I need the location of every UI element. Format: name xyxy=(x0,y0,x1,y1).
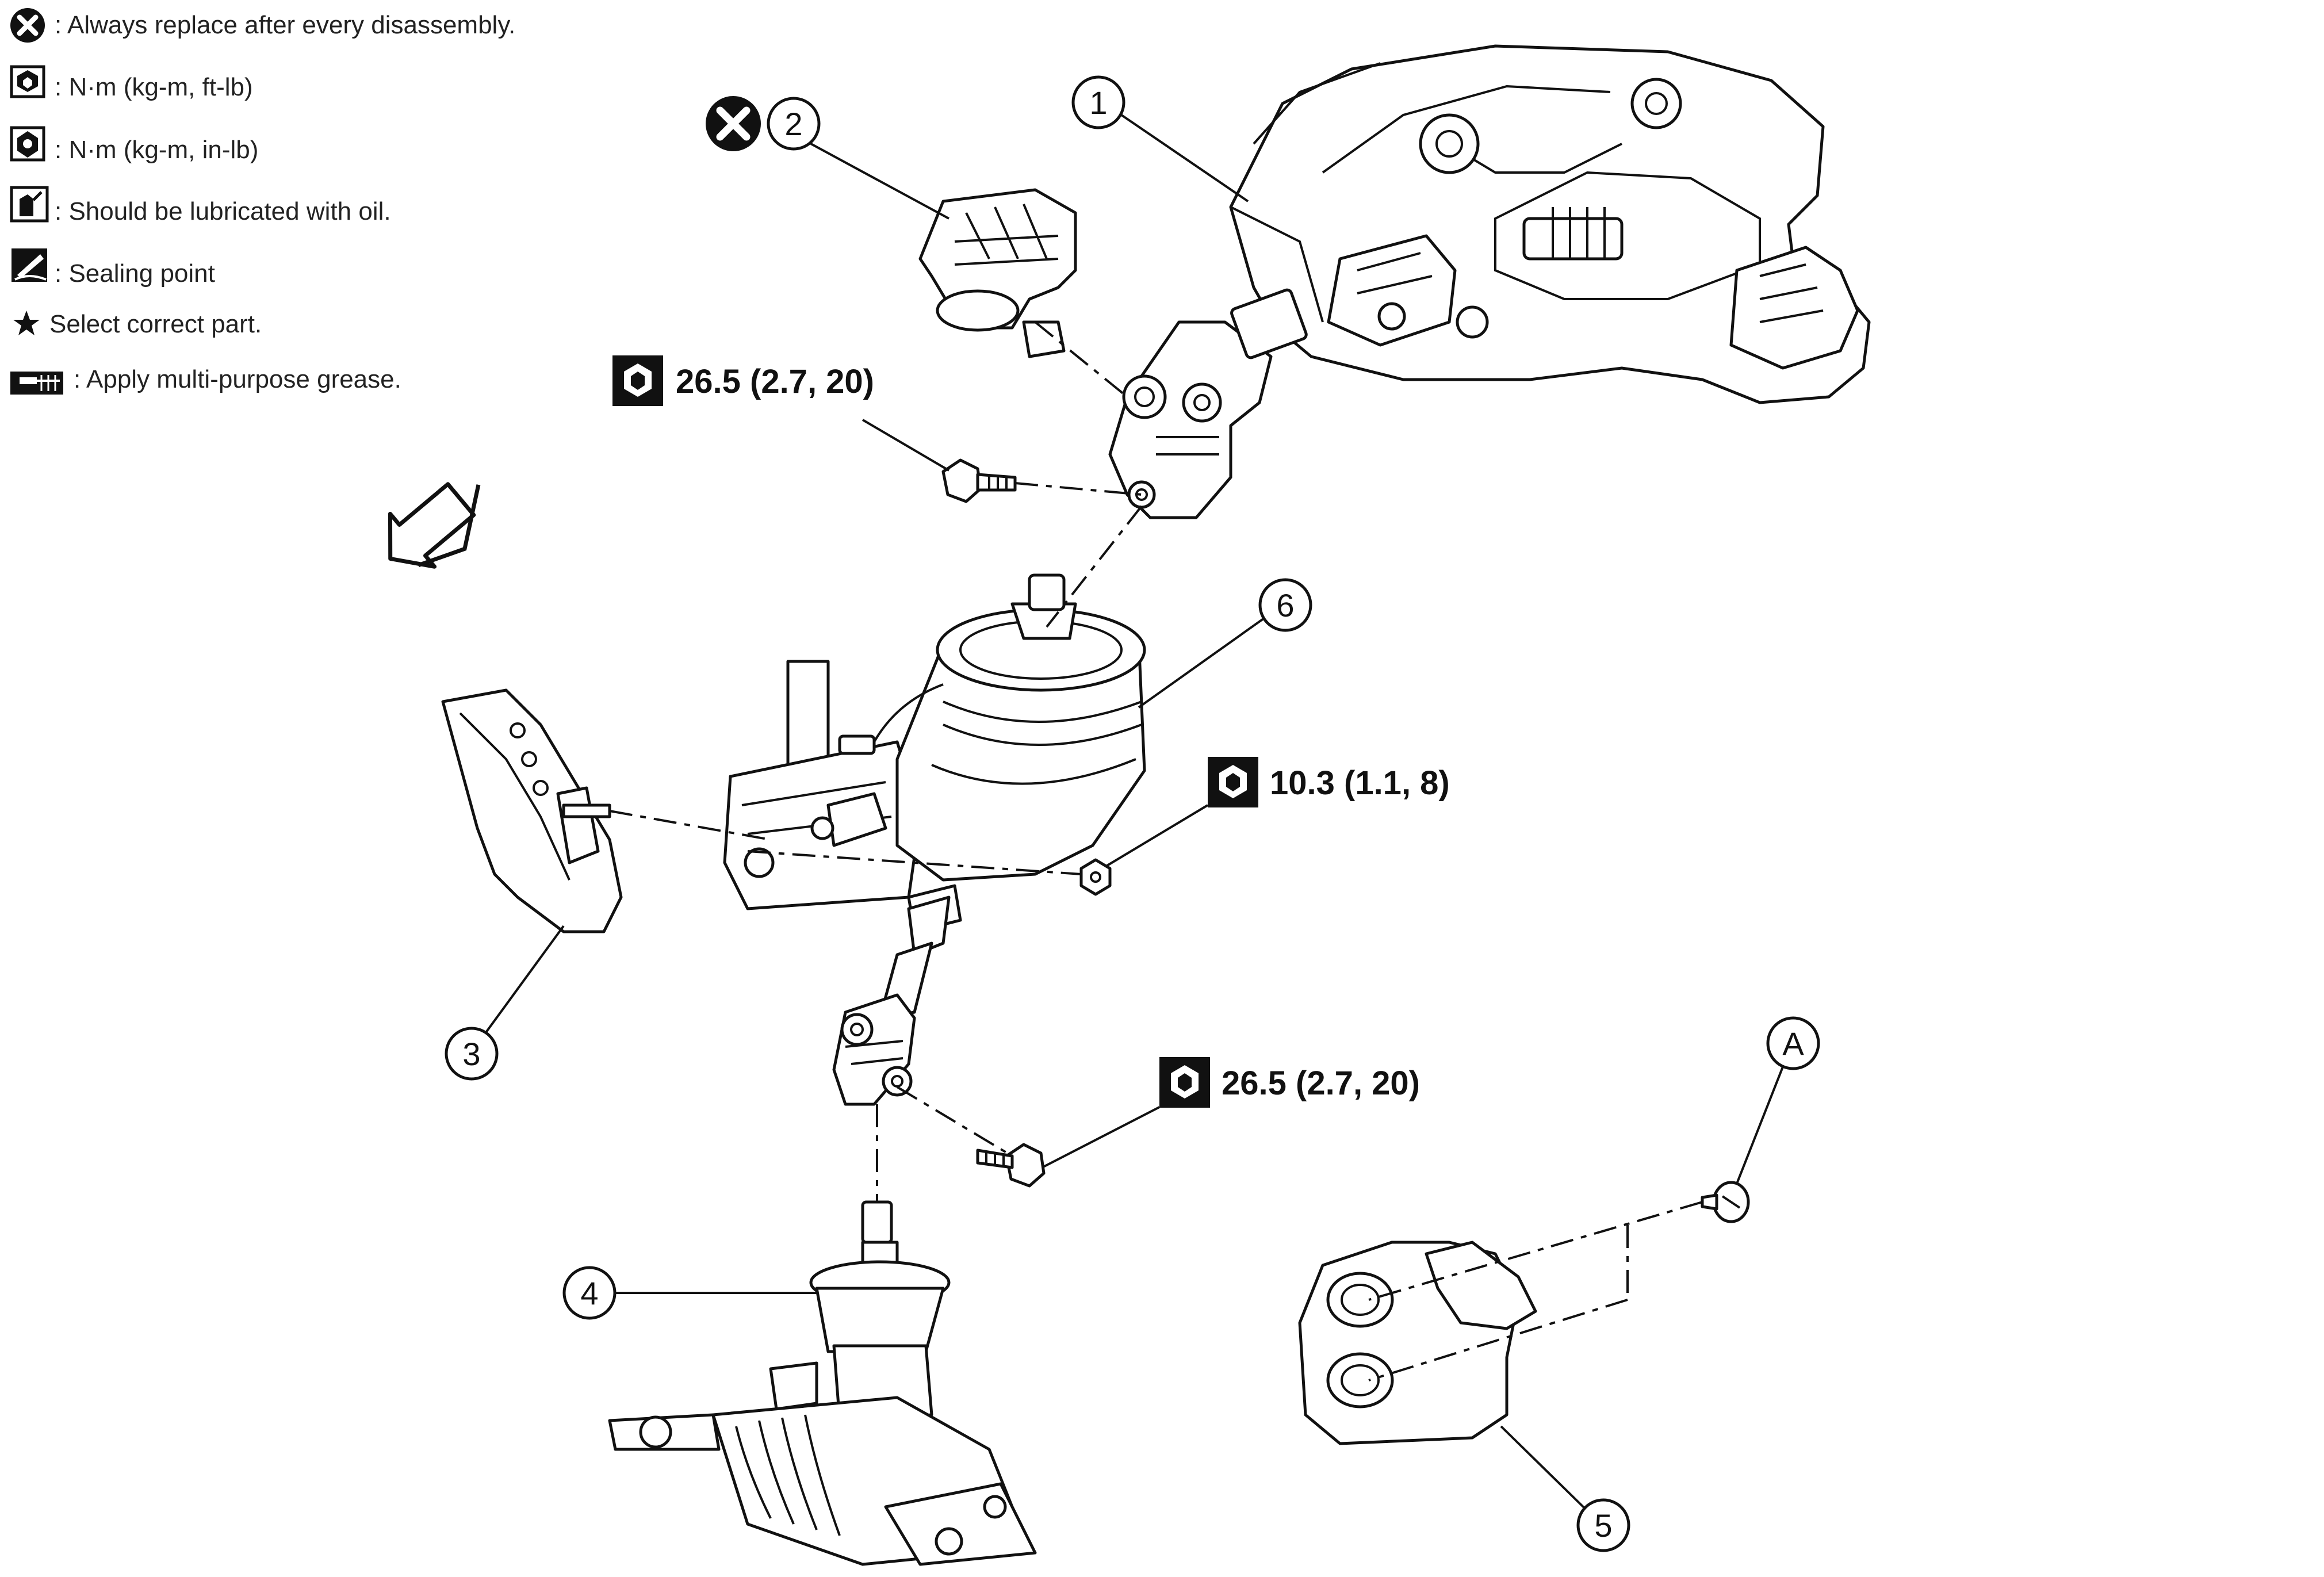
steering-column-part xyxy=(1229,44,1871,404)
column-universal-joint-part xyxy=(1108,288,1308,519)
callout-5: 5 xyxy=(1500,1425,1630,1552)
clip-a-part xyxy=(1701,1181,1750,1223)
dash-panel-part xyxy=(441,688,623,933)
torque-wrench-icon xyxy=(612,355,663,406)
legend-select-part-text: Select correct part. xyxy=(49,310,262,338)
oil-can-icon xyxy=(10,186,49,223)
legend-sealing-text: : Sealing point xyxy=(55,259,215,288)
callout-a: A xyxy=(1736,1016,1820,1184)
callout-a-letter: A xyxy=(1782,1025,1804,1062)
legend-torque-ftlb-text: : N·m (kg-m, ft-lb) xyxy=(55,73,253,101)
callout-5-number: 5 xyxy=(1594,1507,1612,1544)
front-direction-arrow-icon xyxy=(388,482,481,569)
callout-6: 6 xyxy=(1138,578,1312,709)
column-hole-cover-part xyxy=(1298,1241,1537,1445)
star-icon xyxy=(13,311,40,335)
assembly-center-lines xyxy=(609,321,1703,1381)
torque-wrench-icon xyxy=(1159,1057,1210,1108)
callout-4: 4 xyxy=(562,1266,817,1320)
legend-torque-inlb-text: : N·m (kg-m, in-lb) xyxy=(55,136,258,164)
steering-gear-assembly-part xyxy=(608,1200,1037,1566)
upper-bolt-torque-text: 26.5 (2.7, 20) xyxy=(676,363,874,400)
lower-bolt-part xyxy=(976,1143,1046,1188)
bracket-nut-torque-text: 10.3 (1.1, 8) xyxy=(1270,764,1450,802)
callout-3: 3 xyxy=(445,925,565,1081)
legend: : Always replace after every disassembly… xyxy=(10,8,515,395)
grease-icon xyxy=(10,372,63,395)
callout-2-number: 2 xyxy=(784,106,802,142)
replace-x-icon xyxy=(706,96,761,151)
lower-bolt-torque-text: 26.5 (2.7, 20) xyxy=(1222,1065,1420,1102)
lower-bolt-torque-label: 26.5 (2.7, 20) xyxy=(1042,1057,1420,1169)
callout-4-number: 4 xyxy=(580,1275,598,1311)
lower-intermediate-shaft-part xyxy=(832,895,951,1106)
callout-1: 1 xyxy=(1071,75,1249,202)
callout-2: 2 xyxy=(706,96,949,220)
replace-x-icon xyxy=(10,8,45,43)
torque-wrench-icon xyxy=(1208,757,1258,807)
bracket-nut-part xyxy=(1079,858,1112,896)
upper-bolt-part xyxy=(941,458,1017,503)
clip-part xyxy=(918,188,1077,358)
upper-bolt-torque-label: 26.5 (2.7, 20) xyxy=(612,355,950,472)
callout-3-number: 3 xyxy=(462,1036,480,1072)
legend-replace-text: : Always replace after every disassembly… xyxy=(55,11,515,39)
bracket-nut-torque-label: 10.3 (1.1, 8) xyxy=(1106,757,1450,867)
callout-6-number: 6 xyxy=(1276,587,1294,623)
legend-grease-text: : Apply multi-purpose grease. xyxy=(74,365,401,393)
legend-oil-text: : Should be lubricated with oil. xyxy=(55,197,391,225)
torque-wrench-small-icon xyxy=(10,126,45,162)
sealing-point-icon xyxy=(12,248,47,282)
callout-1-number: 1 xyxy=(1089,85,1107,121)
torque-wrench-icon xyxy=(10,65,45,98)
